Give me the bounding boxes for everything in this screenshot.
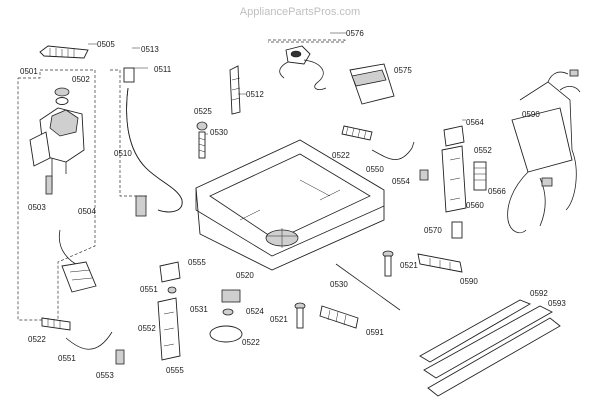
callout-0554: 0555 <box>166 366 184 375</box>
pump-group-outline <box>268 39 346 43</box>
callout-0566: 0570 <box>424 226 442 235</box>
callout-0592: 0593 <box>548 299 566 308</box>
hinge-bracket-left[interactable] <box>157 261 181 361</box>
callout-0522-lower: 0522 <box>28 335 46 344</box>
clip-lower[interactable] <box>115 349 125 365</box>
latch-block[interactable] <box>221 289 241 303</box>
callout-0525: 0524 <box>246 307 264 316</box>
inlet-hose-coupling[interactable] <box>39 45 89 59</box>
spacer-right[interactable] <box>451 221 463 239</box>
callout-0520: 0520 <box>236 271 254 280</box>
callout-0512: 0512 <box>246 90 264 99</box>
callout-0576: 0590 <box>522 110 540 119</box>
callout-0564: 0566 <box>488 187 506 196</box>
callout-0550: 0531 <box>190 305 208 314</box>
callout-0522-upper: 0522 <box>332 151 350 160</box>
callout-0552-upper: 0551 <box>140 285 158 294</box>
watermark: AppliancePartsPros.com <box>240 6 360 18</box>
water-inlet-valve-assembly[interactable] <box>29 87 97 293</box>
callout-0575: 0576 <box>346 29 364 38</box>
circulation-pump[interactable] <box>279 45 327 90</box>
callout-0590-lower: 0591 <box>366 328 384 337</box>
wiring-harness[interactable] <box>507 69 581 234</box>
callout-0560: 0560 <box>466 201 484 210</box>
hinge-cable-upper[interactable] <box>371 141 415 160</box>
callout-0562: 0552 <box>474 146 492 155</box>
callout-0513: 0513 <box>141 45 159 54</box>
callout-0570: 0575 <box>394 66 412 75</box>
callout-0504: 0504 <box>78 207 96 216</box>
assembly-group-outline <box>17 69 96 321</box>
callout-0531: 0530 <box>210 128 228 137</box>
foot-screw-right[interactable] <box>382 250 394 277</box>
callout-0524: 0522 <box>242 338 260 347</box>
callout-0530-upper: 0525 <box>194 107 212 116</box>
callout-0521-center: 0521 <box>270 315 288 324</box>
washer[interactable] <box>222 308 234 316</box>
hose-clip[interactable] <box>229 65 241 115</box>
callout-0510: 0510 <box>114 149 132 158</box>
callout-0555-lower: 0553 <box>96 371 114 380</box>
leveling-foot[interactable] <box>196 121 208 159</box>
callout-0591: 0592 <box>530 289 548 298</box>
drain-hose[interactable] <box>123 67 183 217</box>
base-pan[interactable] <box>195 139 385 271</box>
callout-labels: 0505 0501 0502 0503 0504 0513 0511 0510 … <box>20 29 566 380</box>
support-rail-lower[interactable] <box>319 305 359 329</box>
callout-0552-lower: 0552 <box>138 324 156 333</box>
callout-0530-lower: 0530 <box>330 280 348 289</box>
foot-screw-center[interactable] <box>294 302 306 329</box>
callout-0503: 0503 <box>28 203 46 212</box>
cover-disc[interactable] <box>209 325 243 343</box>
toe-kick-panels[interactable] <box>419 299 561 397</box>
callout-0501: 0501 <box>20 67 38 76</box>
callout-0563: 0564 <box>466 118 484 127</box>
cable-lower[interactable] <box>335 263 401 311</box>
callout-0551-lower: 0551 <box>58 354 76 363</box>
hinge-bracket-right[interactable] <box>441 125 467 213</box>
clip-upper[interactable] <box>419 169 429 181</box>
callout-0553: 0555 <box>188 258 206 267</box>
callout-0505: 0505 <box>97 40 115 49</box>
callout-0561: 0550 <box>366 165 384 174</box>
support-rail-upper[interactable] <box>417 253 463 273</box>
leader-lines <box>88 32 466 135</box>
callout-0590-upper: 0590 <box>460 277 478 286</box>
terminal-connector[interactable] <box>473 161 487 191</box>
door-spring-upper[interactable] <box>341 125 373 141</box>
hose-group-outline <box>110 69 148 197</box>
hinge-cable-lower[interactable] <box>65 331 113 350</box>
callout-0502: 0502 <box>72 75 90 84</box>
callout-0511: 0511 <box>154 65 172 74</box>
callout-0555-upper: 0554 <box>392 177 410 186</box>
control-module[interactable] <box>349 63 395 105</box>
door-spring-lower[interactable] <box>41 317 71 331</box>
callout-0521-right: 0521 <box>400 261 418 270</box>
